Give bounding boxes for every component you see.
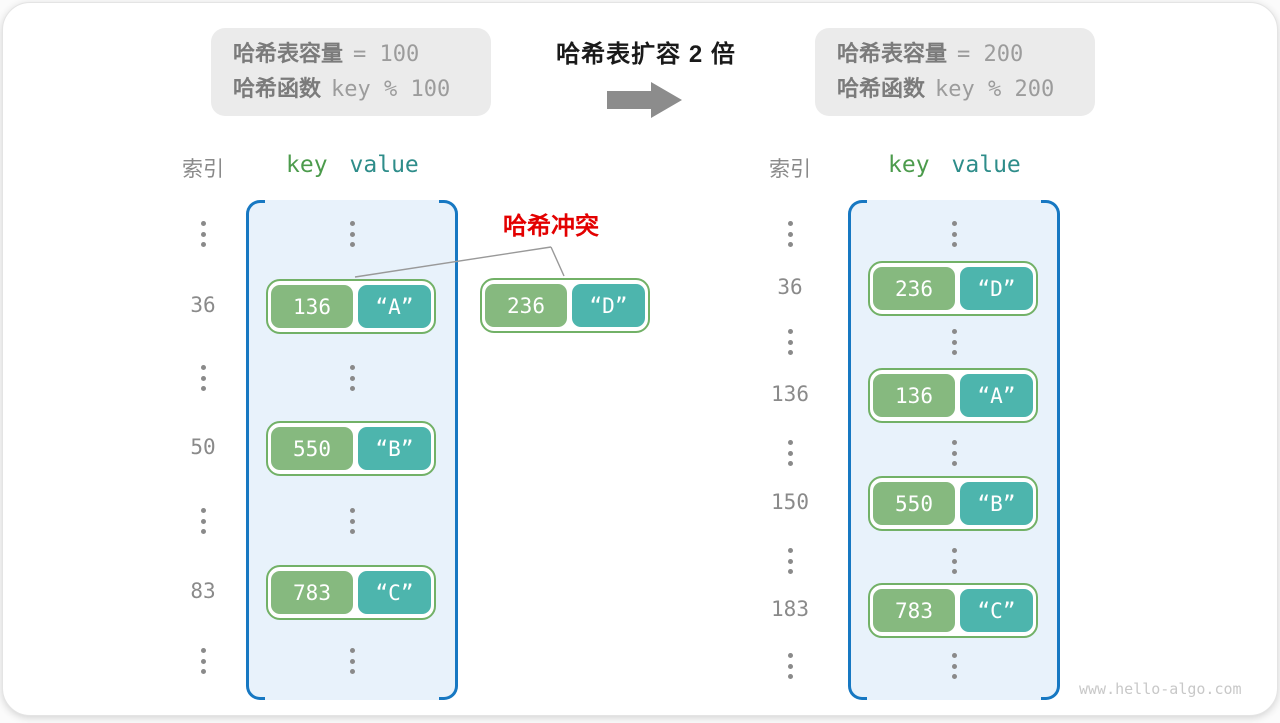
expand-arrow-icon [607, 82, 682, 118]
ellipsis-dots [193, 508, 213, 534]
ellipsis-dots [944, 653, 964, 679]
ellipsis-dots [193, 221, 213, 247]
index-label: 36 [190, 293, 216, 317]
hash-function-label: 哈希函数 [837, 76, 926, 101]
key-cell: 136 [271, 285, 353, 328]
value-cell: “C” [358, 571, 431, 614]
capacity-value: = 100 [353, 42, 420, 67]
right-key-header: key [888, 152, 930, 178]
ellipsis-dots [342, 508, 362, 534]
ellipsis-dots [780, 548, 800, 574]
value-cell: “C” [960, 589, 1033, 632]
key-cell: 783 [271, 571, 353, 614]
kv-pair: 783 “C” [266, 565, 436, 620]
index-label: 150 [771, 490, 809, 514]
ellipsis-dots [780, 653, 800, 679]
kv-pair: 783 “C” [868, 583, 1038, 638]
right-value-header: value [951, 152, 1021, 178]
ellipsis-dots [193, 365, 213, 391]
right-kv-header: key value [888, 152, 1021, 178]
ellipsis-dots [342, 365, 362, 391]
value-cell: “D” [572, 284, 645, 327]
left-value-header: value [349, 152, 419, 178]
hash-function-label: 哈希函数 [233, 76, 322, 101]
hash-function-line: 哈希函数 key % 100 [233, 73, 491, 106]
kv-pair: 550 “B” [868, 476, 1038, 531]
diagram-title: 哈希表扩容 2 倍 [556, 41, 736, 68]
collision-kv-pair: 236 “D” [480, 278, 650, 333]
left-kv-header: key value [286, 152, 419, 178]
key-cell: 236 [485, 284, 567, 327]
ellipsis-dots [193, 648, 213, 674]
kv-pair: 550 “B” [266, 421, 436, 476]
left-key-header: key [286, 152, 328, 178]
hash-function-value: key % 200 [935, 77, 1055, 102]
right-index-header: 索引 [769, 158, 811, 181]
kv-pair: 136 “A” [868, 368, 1038, 423]
key-cell: 550 [873, 482, 955, 525]
ellipsis-dots [342, 221, 362, 247]
key-cell: 236 [873, 267, 955, 310]
hash-table-info-after: 哈希表容量 = 200 哈希函数 key % 200 [815, 28, 1095, 116]
ellipsis-dots [944, 548, 964, 574]
capacity-line: 哈希表容量 = 100 [233, 38, 491, 71]
ellipsis-dots [944, 221, 964, 247]
ellipsis-dots [780, 329, 800, 355]
kv-pair: 136 “A” [266, 279, 436, 334]
hash-function-line: 哈希函数 key % 200 [837, 73, 1095, 106]
hash-table-info-before: 哈希表容量 = 100 哈希函数 key % 100 [211, 28, 491, 116]
value-cell: “B” [358, 427, 431, 470]
index-label: 183 [771, 597, 809, 621]
capacity-label: 哈希表容量 [233, 41, 344, 66]
watermark: www.hello-algo.com [1079, 680, 1242, 698]
ellipsis-dots [944, 329, 964, 355]
hash-function-value: key % 100 [331, 77, 451, 102]
capacity-line: 哈希表容量 = 200 [837, 38, 1095, 71]
ellipsis-dots [780, 221, 800, 247]
left-index-header: 索引 [182, 158, 224, 181]
value-cell: “A” [358, 285, 431, 328]
index-label: 83 [190, 579, 216, 603]
value-cell: “B” [960, 482, 1033, 525]
index-label: 136 [771, 382, 809, 406]
key-cell: 136 [873, 374, 955, 417]
kv-pair: 236 “D” [868, 261, 1038, 316]
value-cell: “A” [960, 374, 1033, 417]
key-cell: 550 [271, 427, 353, 470]
value-cell: “D” [960, 267, 1033, 310]
ellipsis-dots [342, 648, 362, 674]
ellipsis-dots [780, 440, 800, 466]
ellipsis-dots [944, 440, 964, 466]
key-cell: 783 [873, 589, 955, 632]
capacity-label: 哈希表容量 [837, 41, 948, 66]
collision-label: 哈希冲突 [503, 213, 599, 240]
capacity-value: = 200 [957, 42, 1024, 67]
index-label: 36 [777, 275, 803, 299]
index-label: 50 [190, 435, 216, 459]
